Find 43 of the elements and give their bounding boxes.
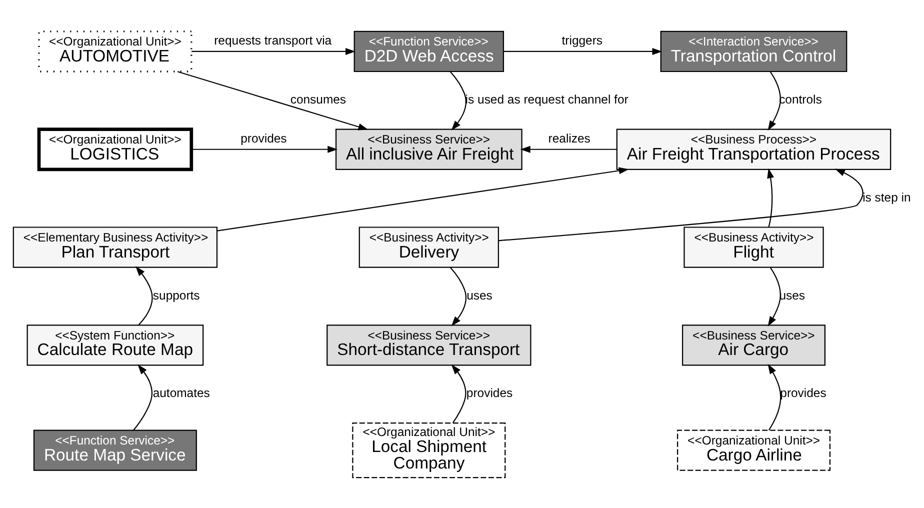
node-box: <<Organizational Unit>> AUTOMOTIVE (38, 30, 192, 72)
arrow (177, 70, 368, 130)
arrow (450, 266, 466, 326)
edge-label: triggers (562, 33, 603, 48)
arrow (768, 266, 781, 326)
node-box: <<Elementary Business Activity>> Plan Transport (12, 226, 218, 268)
arrow (498, 168, 864, 241)
edge-label: requests transport via (214, 33, 332, 48)
arrow (133, 364, 153, 430)
arrow (450, 70, 466, 130)
edge-label: is step in (862, 190, 911, 204)
node-box: <<Organizational Unit>> Cargo Airline (676, 429, 830, 470)
edge-label: provides (240, 130, 287, 145)
edge-label: provides (780, 386, 826, 400)
edge-label: realizes (548, 130, 590, 145)
node-box: <<Interaction Service>> Transportation Control (660, 30, 848, 72)
node-box: <<Organizational Unit>> LOGISTICS (37, 127, 194, 171)
arrow (451, 364, 466, 423)
arrow (135, 266, 153, 325)
node-box: <<Business Process>> Air Freight Transportation Process (616, 128, 892, 170)
node-box: <<Business Activity>> Flight (684, 226, 824, 268)
node-box: <<Organizational Unit>> Local Shipment Company (352, 422, 506, 478)
arrow (520, 145, 617, 152)
node-box: <<System Function>> Calculate Route Map (26, 324, 204, 366)
arrow (192, 47, 356, 54)
arrow (768, 70, 781, 130)
edge-label: is used as request channel for (465, 92, 628, 106)
node-box: <<Business Service>> All inclusive Air Freight (335, 128, 522, 170)
edge-label: automates (152, 386, 210, 400)
node-box: <<Business Activity>> Delivery (358, 226, 499, 268)
arrow (192, 145, 338, 152)
arrow (767, 168, 774, 227)
arrow (504, 47, 662, 54)
node-box: <<Function Service>> Route Map Service (33, 429, 197, 470)
arrow (768, 363, 782, 430)
node-box: <<Function Service>> D2D Web Access (354, 30, 504, 72)
edge-label: provides (466, 386, 513, 400)
arrow (217, 166, 629, 231)
edge-label: supports (152, 288, 200, 302)
node-box: <<Business Service>> Short-distance Transport (326, 324, 532, 366)
edge-label: consumes (290, 92, 346, 106)
edge-label: uses (466, 288, 492, 302)
node-box: <<Business Service>> Air Cargo (682, 324, 826, 366)
